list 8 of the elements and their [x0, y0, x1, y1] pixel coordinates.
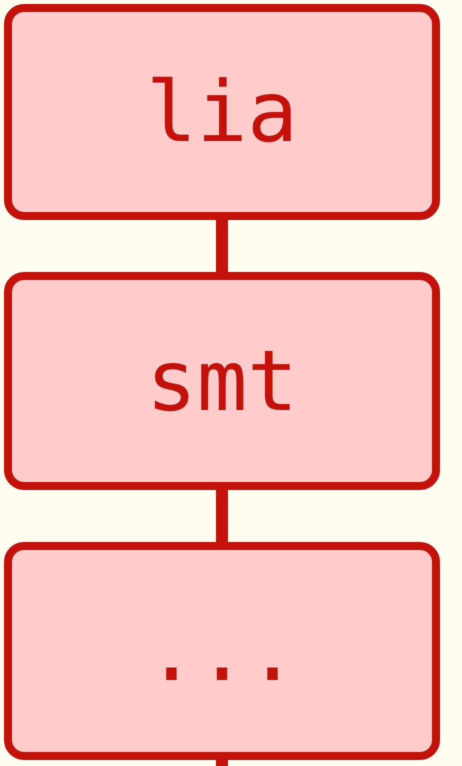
node-label: smt	[146, 339, 298, 423]
connector-line	[216, 490, 228, 542]
process-box	[4, 4, 440, 220]
node-label: lia	[146, 70, 298, 154]
process-box	[4, 542, 440, 760]
connector-line	[216, 220, 228, 272]
node-label: ...	[146, 609, 298, 693]
process-box	[4, 272, 440, 490]
